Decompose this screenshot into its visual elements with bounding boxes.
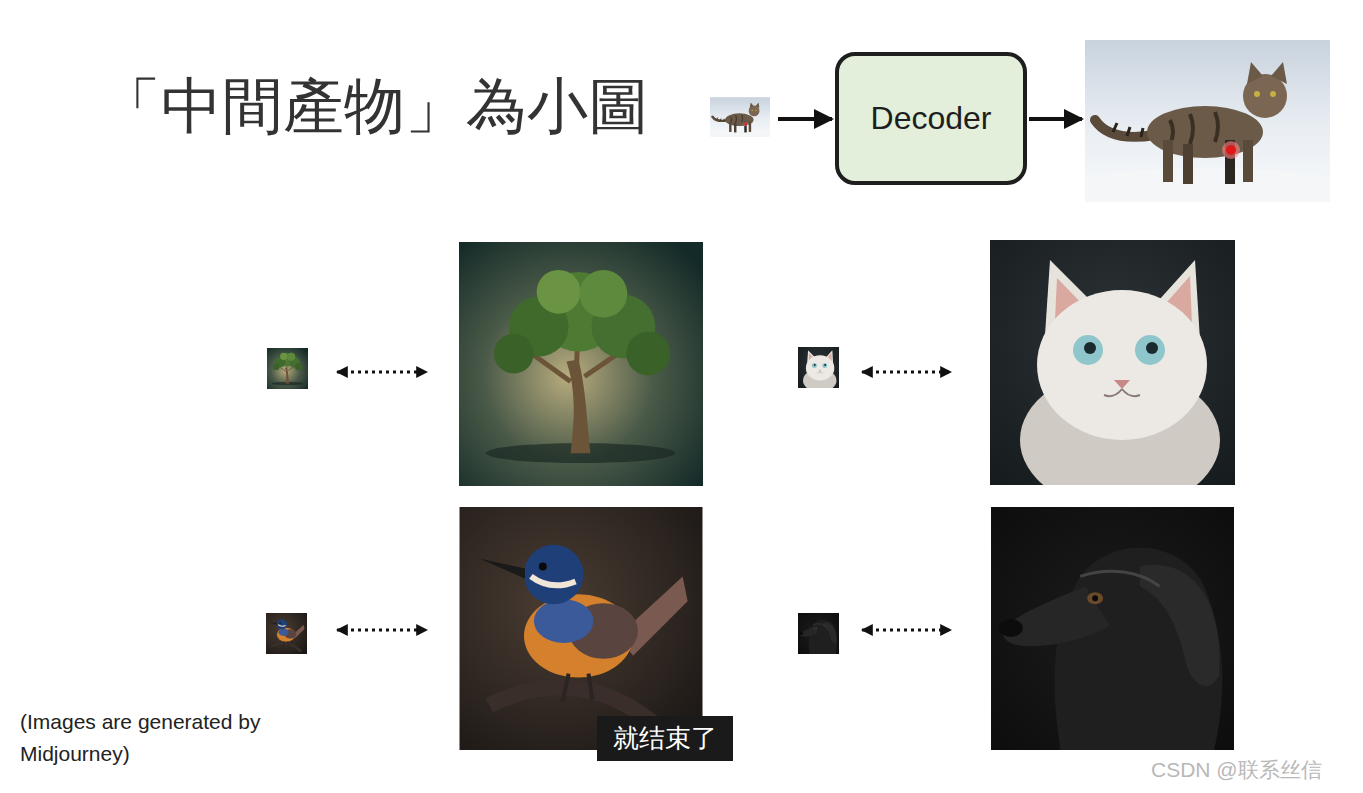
video-subtitle: 就结束了 bbox=[597, 716, 733, 761]
dotted-arrow bbox=[862, 371, 951, 374]
small-tree-image bbox=[267, 348, 308, 389]
large-cat-image bbox=[1055, 40, 1355, 212]
small-dog-image bbox=[798, 613, 839, 654]
decoder-box: Decoder bbox=[835, 52, 1027, 185]
dotted-arrow bbox=[862, 629, 951, 632]
small-cat-image bbox=[798, 347, 839, 392]
slide-title: 「中間產物」為小圖 bbox=[100, 66, 649, 148]
arrow bbox=[1029, 117, 1082, 121]
small-cat-image bbox=[703, 97, 776, 139]
small-bird-image bbox=[266, 613, 307, 654]
image-pairs bbox=[266, 240, 1235, 750]
large-bird-image bbox=[460, 507, 703, 750]
large-tree-image bbox=[459, 242, 703, 486]
image-credit: (Images are generated by Midjourney) bbox=[20, 706, 265, 770]
dotted-arrow bbox=[337, 629, 427, 632]
box-label: Decoder bbox=[871, 100, 992, 137]
large-cat-image bbox=[990, 240, 1235, 510]
top-illustration bbox=[703, 40, 1355, 212]
dotted-arrow bbox=[337, 371, 427, 374]
watermark: CSDN @联系丝信 bbox=[1151, 756, 1322, 784]
large-dog-image bbox=[991, 507, 1234, 750]
arrow bbox=[778, 117, 832, 121]
